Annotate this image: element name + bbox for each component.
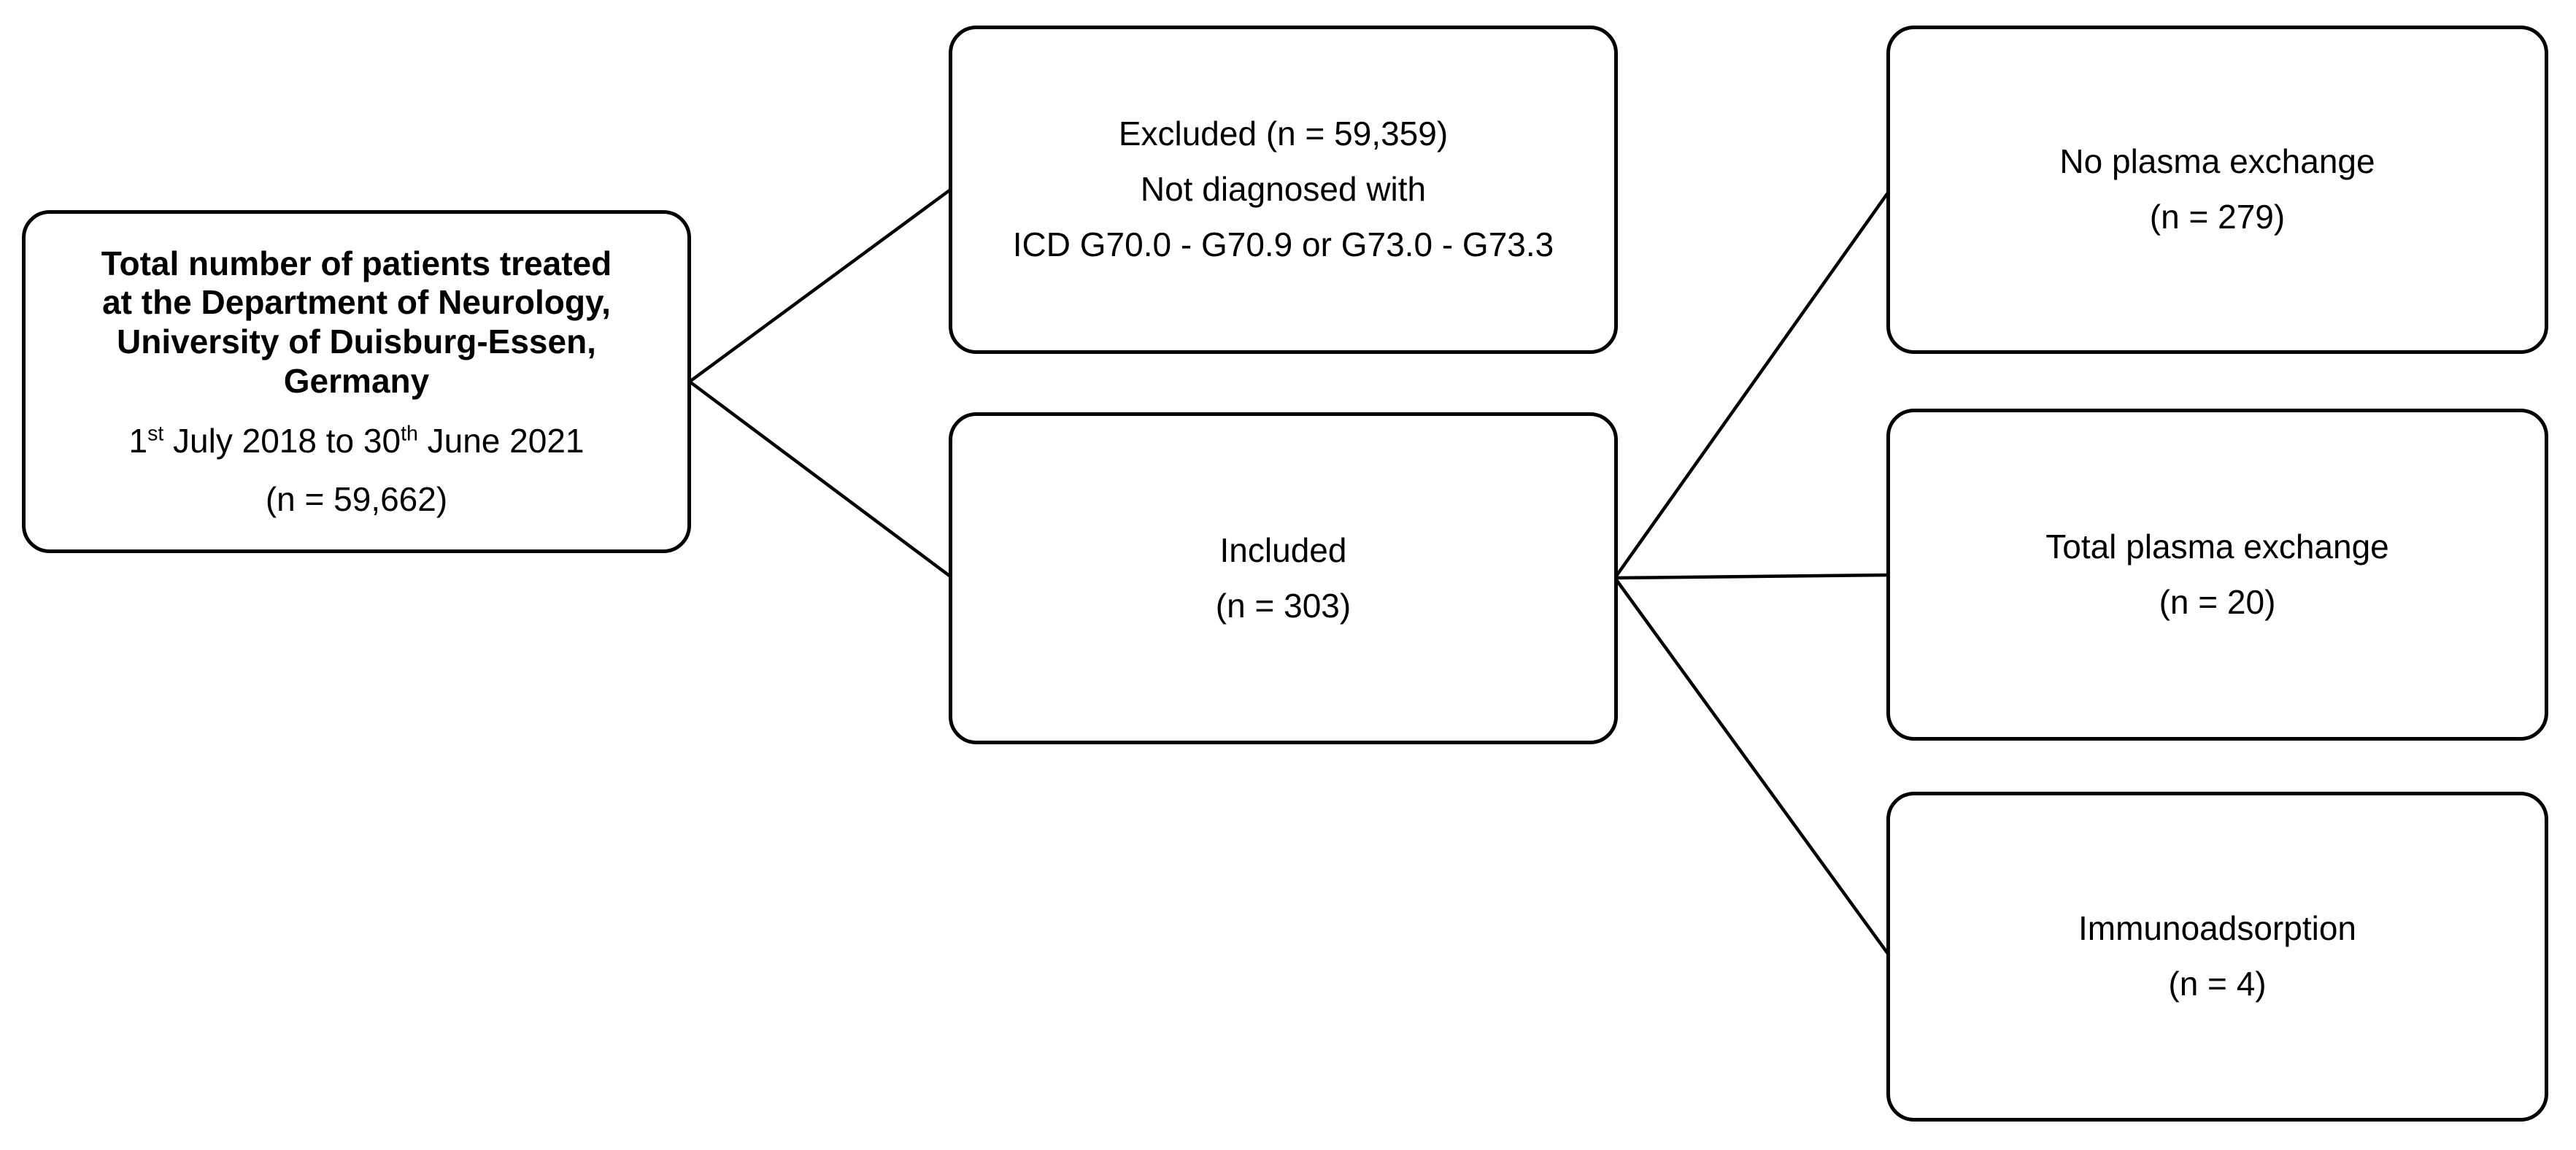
box-line: Excluded (n = 59,359) [1118, 115, 1449, 153]
connector-included-to-total-plasma [1614, 573, 1891, 580]
box-line: Not diagnosed with [1140, 170, 1427, 209]
connector-total-to-excluded [688, 187, 954, 383]
connector-included-to-no-plasma [1613, 188, 1891, 579]
connector-included-to-immunoadsorption [1613, 576, 1891, 958]
box-line: ICD G70.0 - G70.9 or G73.0 - G73.3 [1012, 225, 1554, 263]
box-immunoadsorption: Immunoadsorption (n = 4) [1886, 792, 2548, 1122]
box-line: Total plasma exchange [2045, 527, 2389, 566]
box-line: Germany [283, 362, 430, 400]
box-line: at the Department of Neurology, [102, 283, 611, 322]
box-line: University of Duisburg-Essen, [117, 323, 596, 361]
box-line: Total number of patients treated [101, 244, 612, 282]
box-line: (n = 279) [2149, 198, 2286, 236]
box-line: Included [1219, 530, 1347, 569]
period-segment: June 2021 [417, 421, 585, 460]
box-total-plasma-exchange: Total plasma exchange (n = 20) [1886, 409, 2548, 741]
box-line: (n = 4) [2168, 965, 2267, 1003]
box-total-patients: Total number of patients treated at the … [22, 210, 691, 553]
box-line: (n = 20) [2159, 582, 2276, 621]
ordinal-suffix: st [147, 422, 164, 446]
box-title: Total number of patients treated at the … [101, 244, 612, 401]
box-included: Included (n = 303) [949, 412, 1618, 744]
box-no-plasma-exchange: No plasma exchange (n = 279) [1886, 26, 2548, 354]
period-segment: 1 [128, 421, 148, 460]
study-period: 1st July 2018 to 30th June 2021 [128, 422, 584, 461]
box-line: No plasma exchange [2059, 142, 2375, 181]
ordinal-suffix: th [401, 422, 418, 446]
box-line: Immunoadsorption [2078, 909, 2356, 948]
box-excluded: Excluded (n = 59,359) Not diagnosed with… [949, 26, 1618, 354]
patient-count: (n = 59,662) [265, 479, 448, 518]
box-line: (n = 303) [1215, 586, 1351, 625]
connector-total-to-included [688, 380, 954, 579]
period-segment: July 2018 to 30 [163, 421, 401, 460]
